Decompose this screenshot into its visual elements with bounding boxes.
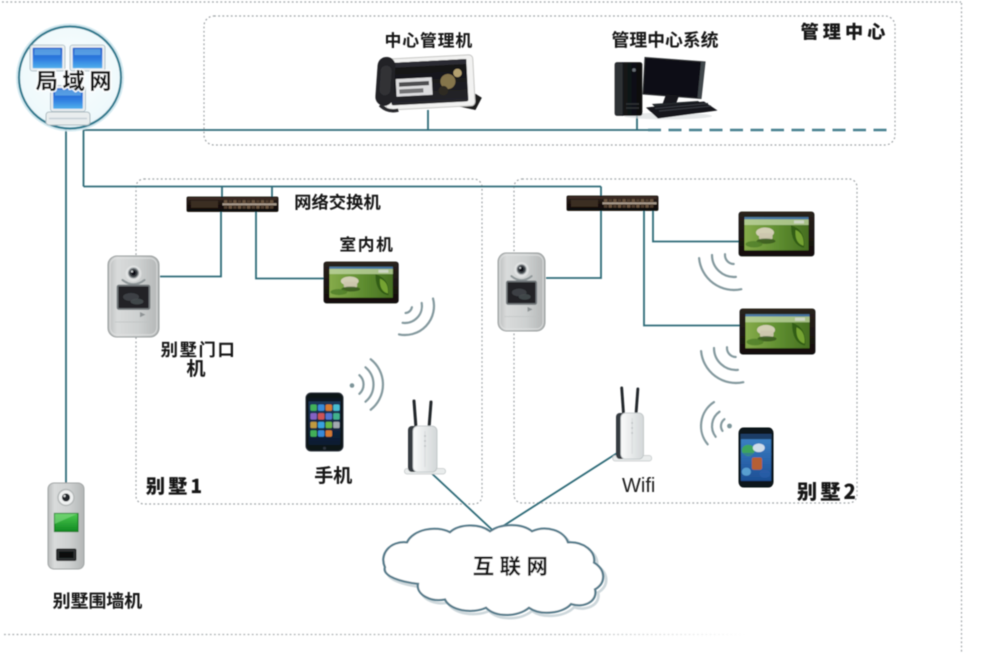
svg-text:Wifi: Wifi	[622, 475, 655, 497]
